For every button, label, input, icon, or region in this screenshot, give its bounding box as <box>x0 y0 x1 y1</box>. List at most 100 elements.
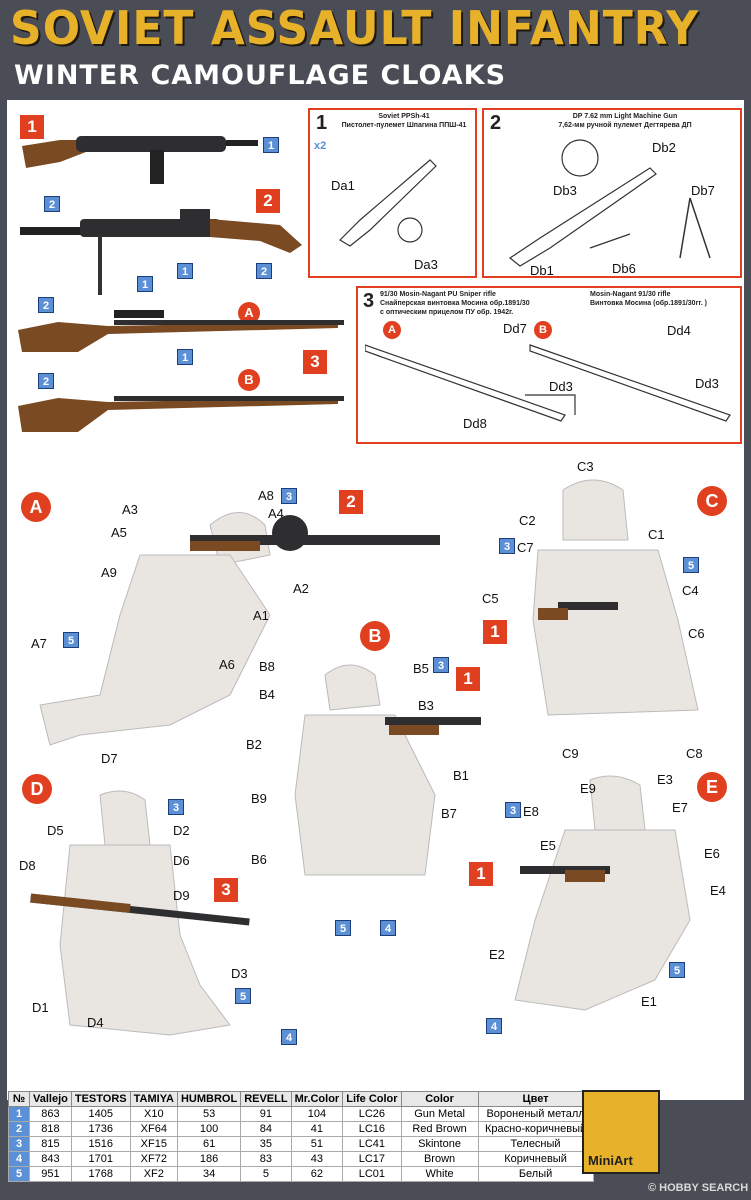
paint-callout-1: 1 <box>177 263 193 279</box>
weapon-callout-3: 3 <box>214 878 238 902</box>
figure-c-illustration <box>532 479 699 716</box>
part-label-e3: E3 <box>657 772 673 787</box>
part-label-db3: Db3 <box>553 183 577 198</box>
part-label-c1: C1 <box>648 527 665 542</box>
column-header: Life Color <box>342 1091 402 1107</box>
part-label-db6: Db6 <box>612 261 636 276</box>
table-cell: LC17 <box>342 1151 402 1167</box>
paint-callout-1: 1 <box>137 276 153 292</box>
part-label-b4: B4 <box>259 687 275 702</box>
table-cell: LC16 <box>342 1121 402 1137</box>
table-cell: 35 <box>240 1136 292 1152</box>
column-header: Цвет <box>477 1091 594 1107</box>
table-cell: 1405 <box>70 1106 131 1122</box>
part-label-e2: E2 <box>489 947 505 962</box>
table-cell: Коричневый <box>477 1151 594 1167</box>
mosin-assembly-drawing <box>365 344 731 422</box>
watermark: © HOBBY SEARCH 35236 <box>648 1182 751 1194</box>
table-cell: Вороненый металл <box>477 1106 594 1122</box>
table-cell: 83 <box>240 1151 292 1167</box>
table-cell: Красно-коричневый <box>477 1121 594 1137</box>
box-3-variant-b: B <box>534 321 552 339</box>
part-label-b9: B9 <box>251 791 267 806</box>
assembly-box-1 <box>308 108 477 278</box>
part-label-dd4: Dd4 <box>667 323 691 338</box>
part-label-e4: E4 <box>710 883 726 898</box>
logo-text: MiniArt <box>588 1153 633 1168</box>
weapon-2-marker: 2 <box>256 189 280 213</box>
part-label-c2: C2 <box>519 513 536 528</box>
paint-callout-4: 4 <box>486 1018 502 1034</box>
part-label-d5: D5 <box>47 823 64 838</box>
table-cell: Белый <box>477 1166 594 1182</box>
box-1-quantity: x2 <box>314 140 327 152</box>
table-cell: 951 <box>29 1166 72 1182</box>
part-label-da3: Da3 <box>414 257 438 272</box>
part-label-d8: D8 <box>19 858 36 873</box>
box-2-title: DP 7.62 mm Light Machine Gun 7,62-мм руч… <box>558 113 692 129</box>
weapon-1-marker: 1 <box>20 115 44 139</box>
figure-e-illustration <box>514 775 691 1011</box>
paint-callout-2: 2 <box>38 297 54 313</box>
sniper-rifle-illustration <box>18 310 344 352</box>
box-1-title: Soviet PPSh-41 Пистолет-пулемет Шпагина … <box>341 113 467 129</box>
figure-c-marker: C <box>697 486 727 516</box>
column-header: REVELL <box>240 1091 292 1107</box>
part-label-e1: E1 <box>641 994 657 1009</box>
part-label-e5: E5 <box>540 838 556 853</box>
part-label-b2: B2 <box>246 737 262 752</box>
figure-d-marker: D <box>22 774 52 804</box>
paint-callout-4: 4 <box>380 920 396 936</box>
paint-reference-table: № Vallejo TESTORS TAMIYA HUMBROL REVELL … <box>8 1091 594 1182</box>
part-label-a4: A4 <box>268 506 284 521</box>
table-cell: XF2 <box>129 1166 178 1182</box>
part-label-d1: D1 <box>32 1000 49 1015</box>
table-cell: LC26 <box>342 1106 402 1122</box>
dp-assembly-drawing <box>508 139 711 267</box>
column-header: Mr.Color <box>290 1091 344 1107</box>
table-cell: 186 <box>176 1151 242 1167</box>
box-1-number: 1 <box>316 112 328 134</box>
paint-index: 2 <box>8 1121 30 1137</box>
part-label-a8: A8 <box>258 488 274 503</box>
table-cell: 51 <box>290 1136 344 1152</box>
part-label-a9: A9 <box>101 565 117 580</box>
part-label-e9: E9 <box>580 781 596 796</box>
table-cell: LC41 <box>342 1136 402 1152</box>
part-label-a7: A7 <box>31 636 47 651</box>
paint-callout-2: 2 <box>256 263 272 279</box>
paint-callout-5: 5 <box>63 632 79 648</box>
part-label-db2: Db2 <box>652 140 676 155</box>
part-label-dd8: Dd8 <box>463 416 487 431</box>
part-label-a1: A1 <box>253 608 269 623</box>
column-header: Color <box>400 1091 479 1107</box>
table-cell: Gun Metal <box>400 1106 479 1122</box>
paint-callout-3: 3 <box>433 657 449 673</box>
paint-callout-1: 1 <box>263 137 279 153</box>
figure-d-illustration <box>30 790 250 1036</box>
part-label-a5: A5 <box>111 525 127 540</box>
paint-callout-4: 4 <box>281 1029 297 1045</box>
table-cell: 84 <box>240 1121 292 1137</box>
column-header: HUMBROL <box>176 1091 242 1107</box>
figure-b-marker: B <box>360 621 390 651</box>
variant-a-marker: A <box>238 302 260 324</box>
table-cell: X10 <box>129 1106 178 1122</box>
part-label-da1: Da1 <box>331 178 355 193</box>
weapon-3-marker: 3 <box>303 350 327 374</box>
part-label-dd3: Dd3 <box>549 379 573 394</box>
part-label-db1: Db1 <box>530 263 554 278</box>
paint-callout-1: 1 <box>177 349 193 365</box>
figure-b-illustration <box>294 664 481 876</box>
box-3-variant-a: A <box>383 321 401 339</box>
table-cell: Red Brown <box>400 1121 479 1137</box>
table-cell: 818 <box>29 1121 72 1137</box>
part-label-a6: A6 <box>219 657 235 672</box>
part-label-c6: C6 <box>688 626 705 641</box>
weapon-callout-1: 1 <box>483 620 507 644</box>
paint-callout-3: 3 <box>281 488 297 504</box>
table-cell: Телесный <box>477 1136 594 1152</box>
